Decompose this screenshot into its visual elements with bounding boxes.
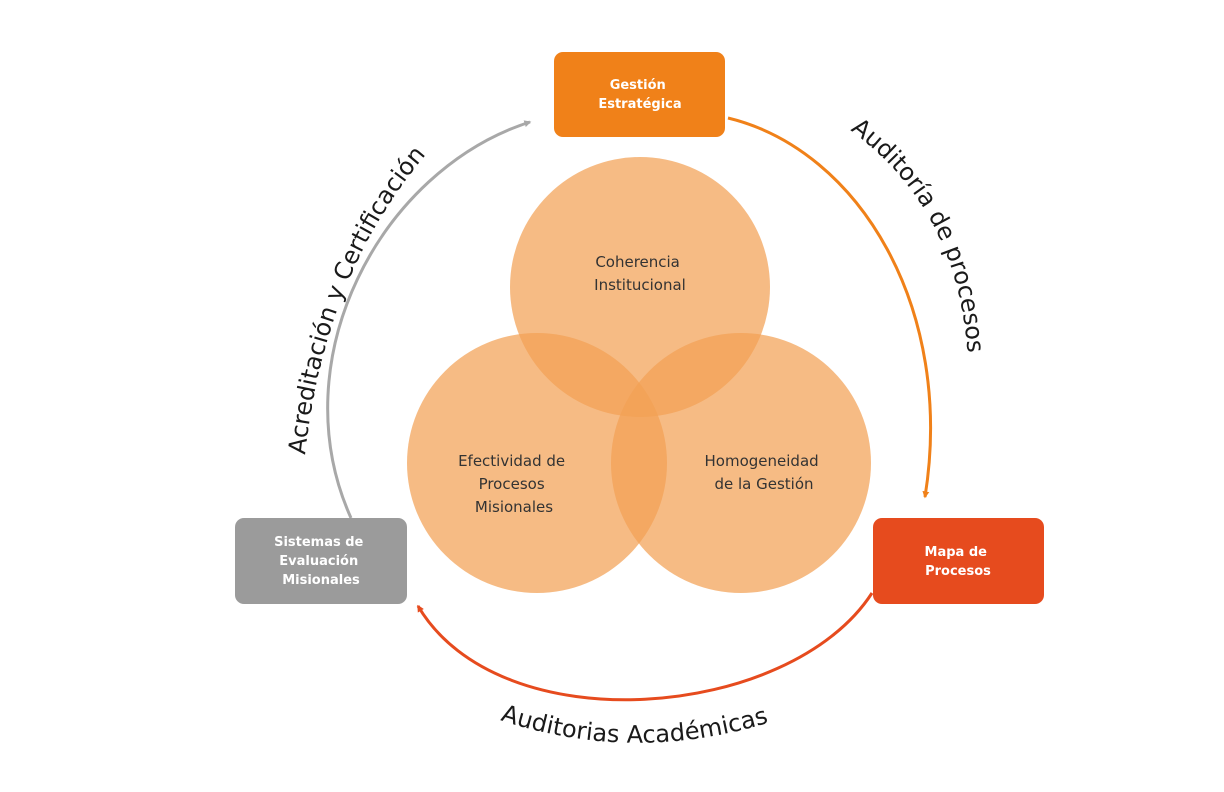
box-label-mapa-procesos: Mapa de Procesos (925, 545, 992, 579)
box-gestion-estrategica: Gestión Estratégica (554, 52, 725, 137)
box-label-sistemas-evaluacion: Sistemas de Evaluación Misionales (274, 535, 368, 588)
arrow-strategic-to-process-map (727, 116, 933, 499)
box-sistemas-evaluacion: Sistemas de Evaluación Misionales (235, 518, 407, 604)
circle-label-homogeneidad: Homogeneidad de la Gestión (705, 452, 824, 493)
arc-label-academic-audits: Auditorias Académicas (498, 699, 770, 749)
arrow-evaluation-to-strategic (326, 120, 532, 519)
circle-label-coherencia: Coherencia Institucional (594, 253, 686, 294)
circle-efectividad (407, 333, 667, 593)
arc-label-accreditation: Acreditación y Certificación (283, 140, 431, 455)
arrow-process-map-to-evaluation (416, 592, 874, 702)
venn-circles (407, 157, 871, 593)
arc-label-process-audit: Auditoría de procesos (846, 113, 989, 354)
circle-homogeneidad (611, 333, 871, 593)
box-mapa-procesos: Mapa de Procesos (873, 518, 1044, 604)
box-label-gestion-estrategica: Gestión Estratégica (598, 78, 681, 112)
circle-label-efectividad: Efectividad de Procesos Misionales (458, 452, 570, 516)
